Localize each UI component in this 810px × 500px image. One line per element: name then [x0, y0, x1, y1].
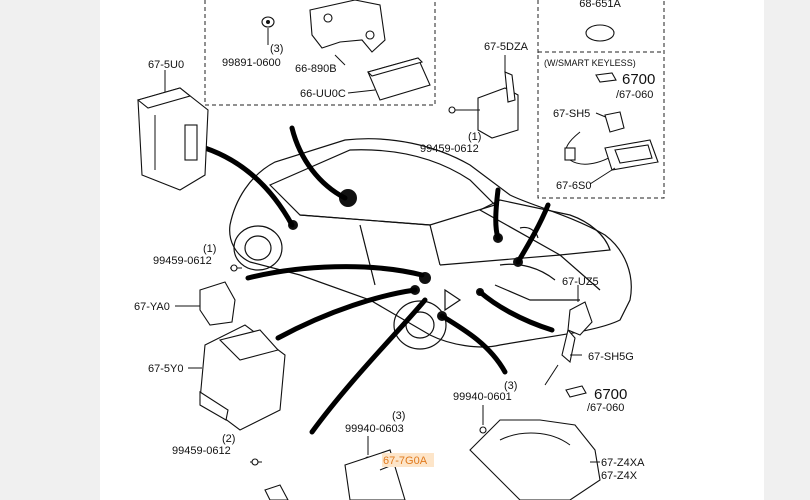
module-uu0c	[347, 57, 431, 101]
label-ref-6700-top: 6700	[622, 71, 655, 88]
label-67-ya0: 67-YA0	[134, 301, 170, 313]
label-bolt-y0: 99459-0612	[172, 445, 231, 457]
antenna-67-sh5	[564, 111, 659, 185]
label-qty-2: (2)	[222, 433, 235, 445]
label-qty-3-top: (3)	[270, 43, 283, 55]
label-ref-6700-bottom: 6700	[594, 386, 627, 403]
label-nut-top: 99891-0600	[222, 57, 281, 69]
module-67-5y0	[188, 324, 286, 431]
label-bolt-ya0: 99459-0612	[153, 255, 212, 267]
label-67-5u0: 67-5U0	[148, 59, 184, 71]
key-ref-top	[595, 72, 617, 83]
label-smart-keyless: (W/SMART KEYLESS)	[544, 58, 636, 68]
bracket-890b	[309, 0, 386, 66]
label-qty-1-dza: (1)	[468, 131, 481, 143]
label-67-5dza: 67-5DZA	[484, 41, 529, 53]
bracket-67-z4x	[469, 405, 601, 500]
key-ref-bottom	[565, 385, 587, 398]
label-bolt-dza: 99459-0612	[420, 143, 479, 155]
label-ref-67060-top: /67-060	[616, 89, 653, 101]
label-qty-3-601: (3)	[504, 380, 517, 392]
label-67-sh5: 67-SH5	[553, 108, 590, 120]
label-qty-3-603: (3)	[392, 410, 405, 422]
bolt-ya0	[230, 264, 242, 272]
diagram-sheet: 68-651A (W/SMART KEYLESS) 6700 /67-060 6…	[100, 0, 764, 500]
label-66-uu0c: 66-UU0C	[300, 88, 346, 100]
label-67-sh5g: 67-SH5G	[588, 351, 634, 363]
label-68-651a: 68-651A	[579, 0, 621, 10]
module-67-5u0	[136, 70, 209, 191]
kit-68-651a	[585, 24, 615, 42]
label-67-z4xa: 67-Z4XA	[601, 457, 645, 469]
nut-top	[261, 16, 275, 45]
label-66-890b: 66-890B	[295, 63, 337, 75]
label-67-uz5: 67-UZ5	[562, 276, 599, 288]
parts-diagram: 68-651A (W/SMART KEYLESS) 6700 /67-060 6…	[134, 0, 665, 500]
label-qty-1-ya0: (1)	[203, 243, 216, 255]
label-nut-601: 99940-0601	[453, 391, 512, 403]
label-67-7g0a[interactable]: 67-7G0A	[383, 455, 428, 467]
label-nut-603: 99940-0603	[345, 423, 404, 435]
unit-67-5dza	[448, 55, 519, 139]
label-67-6s0: 67-6S0	[556, 180, 591, 192]
leader-lines	[202, 125, 555, 435]
label-67-5y0: 67-5Y0	[148, 363, 183, 375]
bolt-y0	[250, 458, 262, 466]
label-67-z4x: 67-Z4X	[601, 470, 638, 482]
label-ref-67060-bottom: /67-060	[587, 402, 624, 414]
inset-box-module	[204, 0, 436, 106]
relay-67-ya0	[175, 281, 236, 326]
bracket-67-7g0a	[264, 436, 406, 500]
sensor-67-uz5	[544, 285, 593, 386]
highlight-67-7g0a	[382, 453, 434, 467]
inset-box-smart-keyless	[537, 0, 665, 199]
